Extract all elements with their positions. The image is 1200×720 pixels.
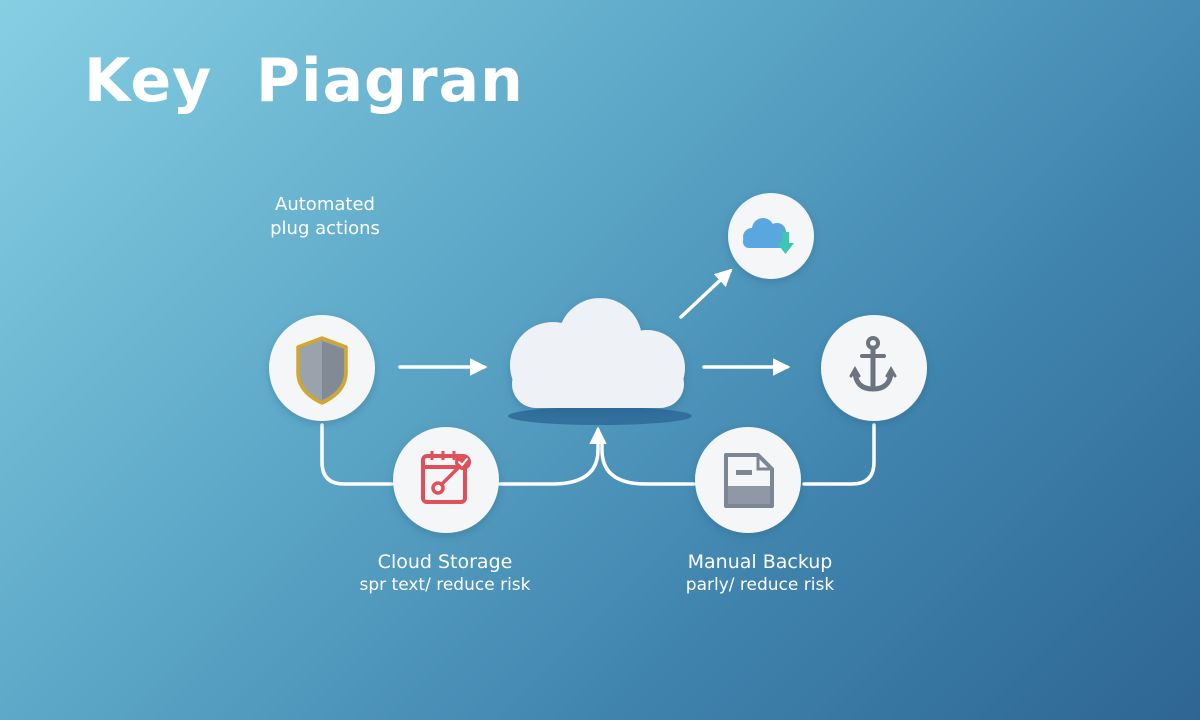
manual-backup-caption: Manual Backup parly/ reduce risk bbox=[640, 550, 880, 596]
cloud-storage-title: Cloud Storage bbox=[377, 551, 513, 573]
calendar-node bbox=[393, 427, 499, 533]
anchor-node bbox=[821, 315, 927, 421]
shield-icon bbox=[296, 336, 348, 405]
connector-anchor-to-document bbox=[802, 423, 876, 486]
shield-node bbox=[269, 315, 375, 421]
automated-caption-line1: Automated bbox=[275, 194, 375, 215]
arrow-cloud-to-download bbox=[679, 268, 733, 319]
document-icon bbox=[724, 453, 774, 508]
page-title: Key Piagran bbox=[84, 46, 524, 116]
manual-backup-title: Manual Backup bbox=[687, 551, 833, 573]
automated-caption-line2: plug actions bbox=[270, 218, 380, 239]
cloud-download-icon bbox=[743, 218, 794, 254]
manual-backup-subtitle: parly/ reduce risk bbox=[685, 575, 835, 595]
calendar-check-icon bbox=[421, 451, 471, 504]
connector-document-to-cloud bbox=[600, 438, 696, 486]
cloud-storage-caption: Cloud Storage spr text/ reduce risk bbox=[340, 550, 550, 596]
document-node bbox=[695, 427, 801, 533]
arrow-calendar-to-cloud bbox=[498, 426, 607, 486]
cloud-download-node bbox=[728, 193, 814, 279]
anchor-icon bbox=[849, 336, 897, 392]
automated-caption: Automated plug actions bbox=[240, 193, 410, 241]
connectors bbox=[320, 268, 876, 486]
connector-shield-to-calendar bbox=[320, 423, 394, 486]
central-cloud bbox=[508, 298, 692, 425]
cloud-storage-subtitle: spr text/ reduce risk bbox=[359, 575, 531, 595]
